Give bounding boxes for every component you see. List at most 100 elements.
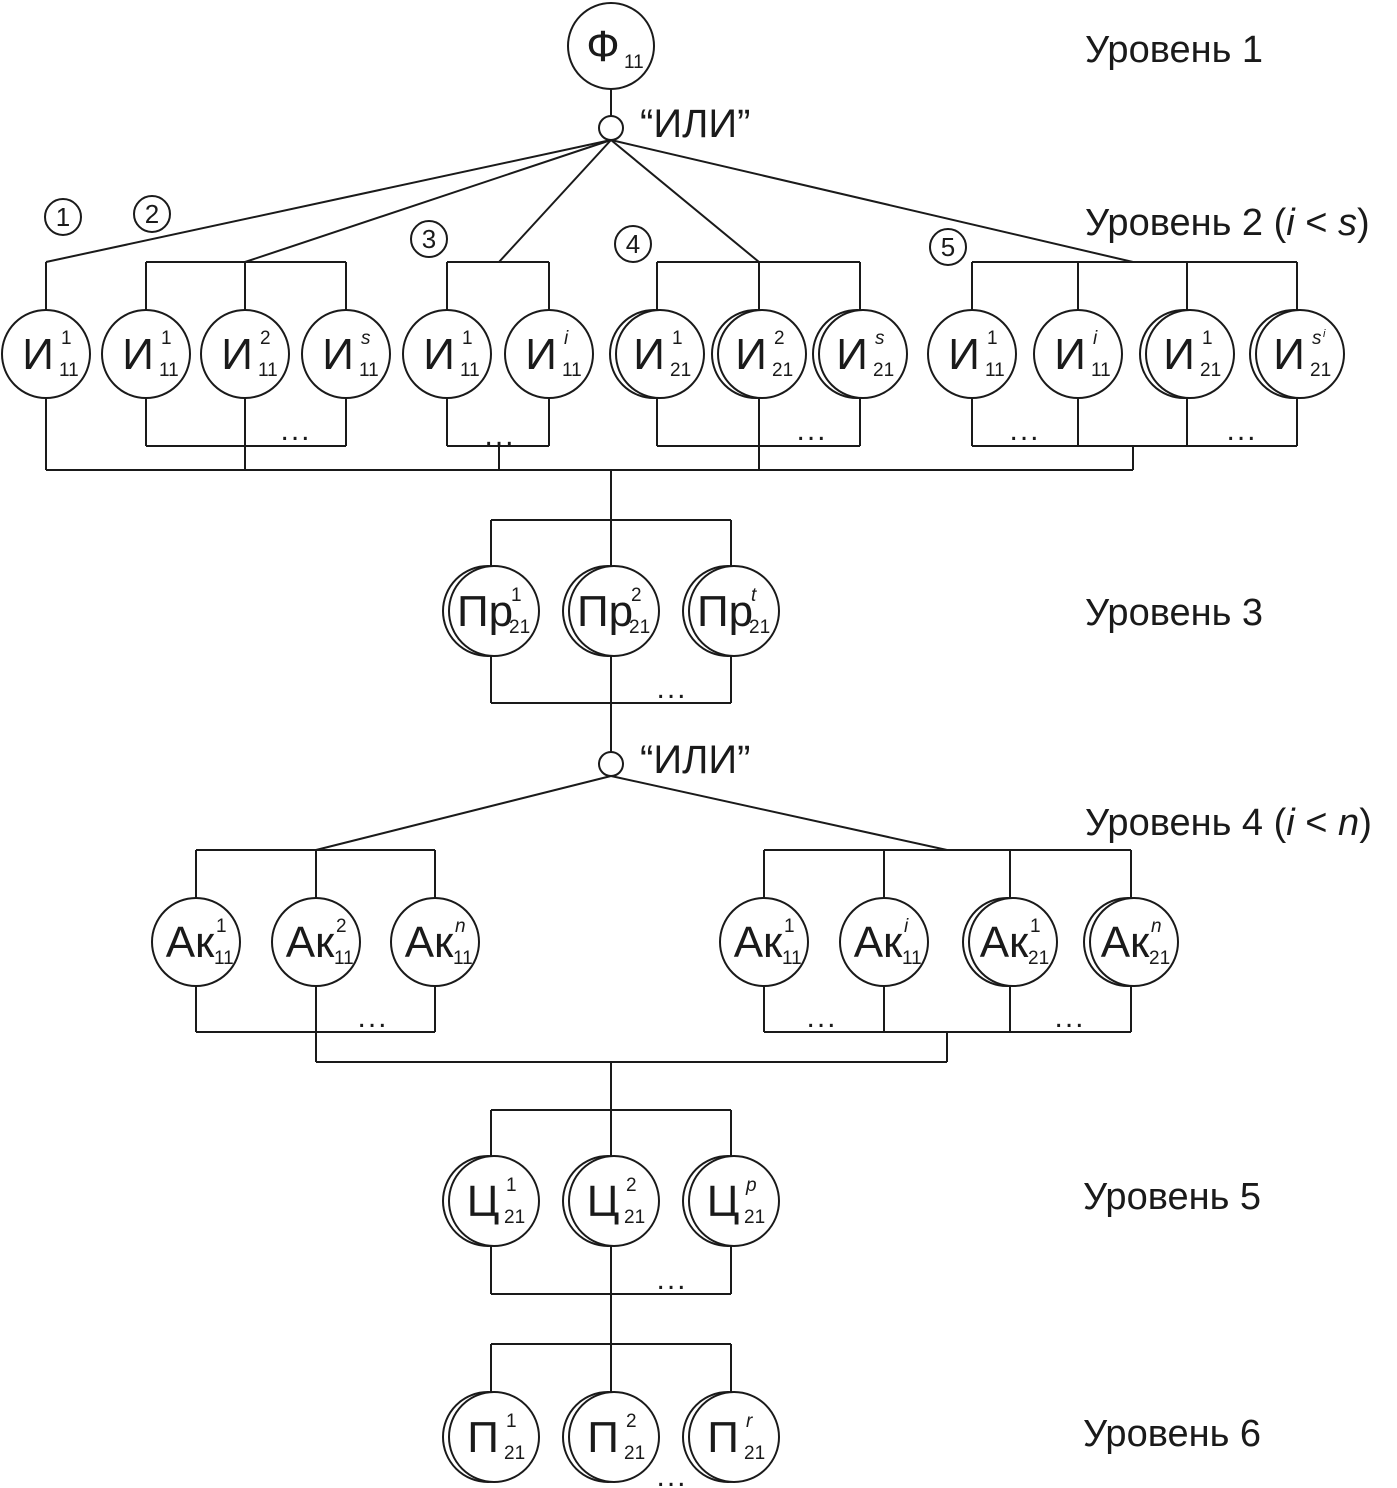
node-g3-a-superscript: 1: [462, 328, 473, 349]
node-ak2-a-superscript: 1: [784, 916, 795, 937]
node-g5-b-superscript: i: [1093, 328, 1098, 349]
node-p-a-subscript: 21: [504, 1443, 525, 1464]
svg-text:1: 1: [56, 202, 70, 232]
ellipsis-g5-right: ...: [1226, 414, 1257, 447]
svg-text:2: 2: [145, 199, 159, 229]
node-g2-a-superscript: 1: [161, 328, 172, 349]
node-ak1-c-subscript: 11: [453, 948, 473, 969]
node-ak1-c-superscript: n: [455, 916, 466, 937]
node-p-c-superscript: r: [746, 1411, 753, 1432]
node-ak1-b-superscript: 2: [336, 916, 347, 937]
node-g1-a-superscript: 1: [61, 328, 72, 349]
node-pr-a-symbol: Пр: [457, 587, 513, 636]
connector-lines: [45, 89, 1298, 1392]
level-3-label: Уровень 3: [1085, 592, 1263, 634]
level-labels: Уровень 1 Уровень 2 (i < s) Уровень 3 Ур…: [1083, 29, 1372, 1455]
node-ak2-a-symbol: Ак: [734, 918, 783, 967]
node-ak2-a-subscript: 11: [782, 948, 802, 969]
node-c-a-subscript: 21: [504, 1207, 525, 1228]
node-g5-d-superscript: s: [1312, 328, 1322, 349]
node-root-symbol: Ф: [586, 22, 619, 71]
node-g5-c-superscript: 1: [1202, 328, 1213, 349]
node-g2-c-symbol: И: [322, 330, 354, 379]
node-pr-c-superscript: t: [751, 585, 757, 606]
node-g2-c-subscript: 11: [359, 360, 379, 381]
node-ak2-c-superscript: 1: [1030, 916, 1041, 937]
node-g5-d-symbol: И: [1273, 330, 1305, 379]
or-gate-bottom-circle: [598, 751, 624, 777]
ellipsis-g2: ...: [280, 414, 311, 447]
or-gate-top: “ИЛИ”: [598, 102, 750, 146]
node-g5-b-symbol: И: [1054, 330, 1086, 379]
node-g5-c-subscript: 21: [1200, 360, 1221, 381]
node-pr-a-subscript: 21: [509, 617, 530, 638]
node-ak1-a-subscript: 11: [214, 948, 234, 969]
node-g4-a-subscript: 21: [670, 360, 691, 381]
ellipsis-level6: ...: [656, 1460, 687, 1488]
node-ak1-a-symbol: Ак: [166, 918, 215, 967]
node-g4-a-symbol: И: [633, 330, 665, 379]
node-g2-a-subscript: 11: [159, 360, 179, 381]
group-badge-3: 3: [410, 220, 448, 258]
node-g4-b-symbol: И: [735, 330, 767, 379]
node-g3-a-subscript: 11: [460, 360, 480, 381]
ellipsis-g3: ...: [484, 419, 515, 452]
node-g3-b-symbol: И: [525, 330, 557, 379]
ellipsis-marks: ... ... ... ... ... ... ... ... ... ... …: [280, 414, 1257, 1488]
node-g5-c-symbol: И: [1163, 330, 1195, 379]
node-g3-a-symbol: И: [423, 330, 455, 379]
node-g5-b-subscript: 11: [1091, 360, 1111, 381]
node-g5-a-subscript: 11: [985, 360, 1005, 381]
level-2-label: Уровень 2 (i < s): [1085, 202, 1370, 244]
group-badge-1: 1: [44, 198, 82, 236]
ellipsis-g4: ...: [796, 414, 827, 447]
node-ak2-d-superscript: n: [1151, 916, 1162, 937]
node-g4-c-superscript: s: [875, 328, 885, 349]
node-g4-b-subscript: 21: [772, 360, 793, 381]
or-gate-bottom: “ИЛИ”: [598, 738, 750, 782]
node-p-a-superscript: 1: [506, 1411, 517, 1432]
node-c-c-subscript: 21: [744, 1207, 765, 1228]
ellipsis-level3: ...: [656, 672, 687, 705]
or-gate-top-circle: [598, 115, 624, 141]
ellipsis-level5: ...: [656, 1263, 687, 1296]
node-c-a-symbol: Ц: [467, 1177, 500, 1226]
node-p-c-subscript: 21: [744, 1443, 765, 1464]
node-ak1-b-subscript: 11: [334, 948, 354, 969]
node-p-c-symbol: П: [707, 1413, 739, 1462]
node-c-b-subscript: 21: [624, 1207, 645, 1228]
node-g2-b-subscript: 11: [258, 360, 278, 381]
level-4-label: Уровень 4 (i < n): [1085, 802, 1372, 844]
node-ak2-b-superscript: i: [904, 916, 909, 937]
node-c-a-superscript: 1: [506, 1175, 517, 1196]
node-g2-b-superscript: 2: [260, 328, 271, 349]
node-ak2-d-subscript: 21: [1149, 948, 1170, 969]
node-root-subscript: 11: [624, 52, 644, 73]
node-p-b-symbol: П: [587, 1413, 619, 1462]
or-gate-top-label: “ИЛИ”: [640, 102, 750, 146]
node-pr-c-symbol: Пр: [697, 587, 753, 636]
node-g3-b-superscript: i: [564, 328, 569, 349]
node-g4-a-superscript: 1: [672, 328, 683, 349]
level-1-label: Уровень 1: [1085, 29, 1263, 71]
node-pr-b-symbol: Пр: [577, 587, 633, 636]
svg-text:4: 4: [626, 229, 640, 259]
